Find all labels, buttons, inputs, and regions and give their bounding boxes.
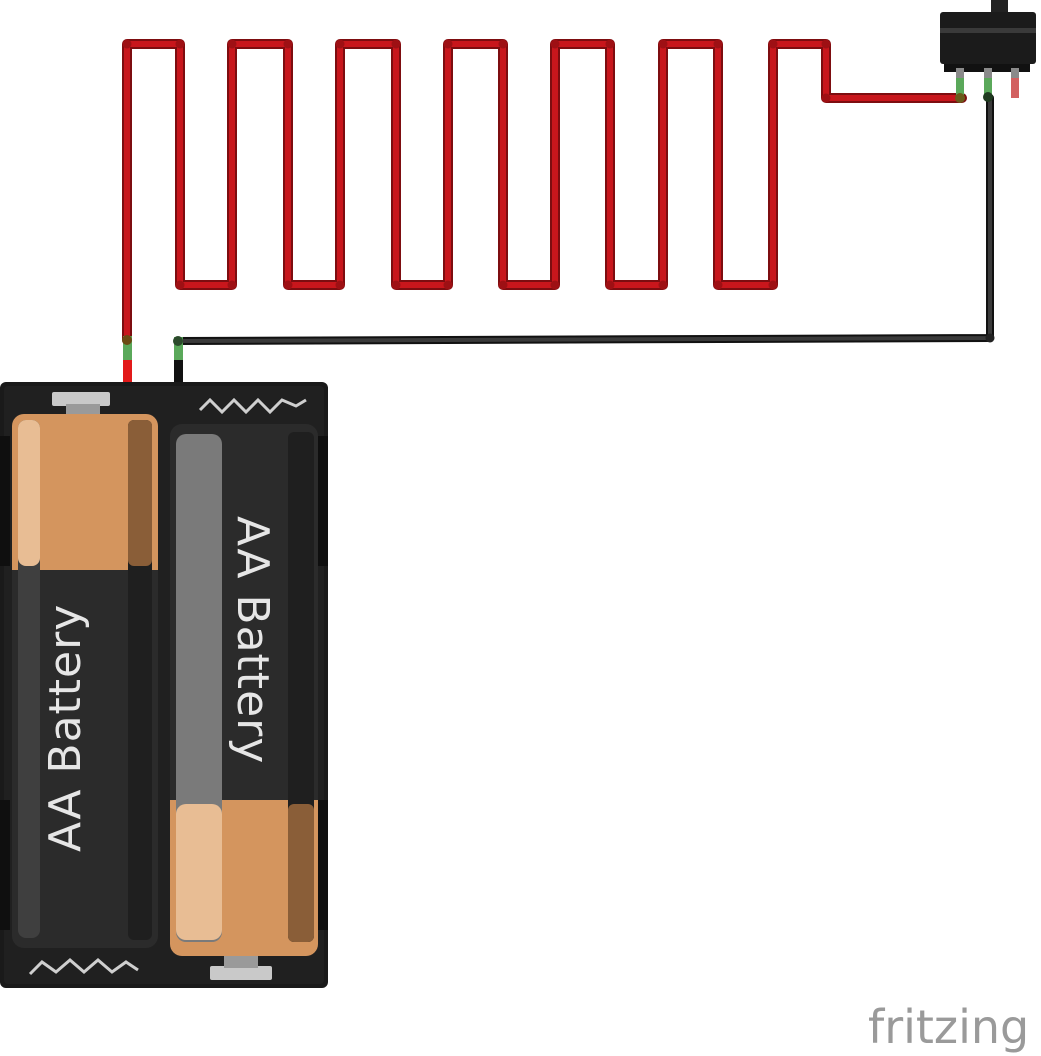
switch-pin-2 — [984, 78, 992, 98]
switch-pin-3 — [1011, 78, 1019, 98]
battery-right-label: AA Battery — [227, 516, 278, 764]
red-wire-bend-points — [122, 39, 831, 290]
battery-right: AA Battery — [170, 424, 318, 956]
battery-leads — [122, 335, 183, 384]
black-wire — [174, 94, 995, 345]
battery-left: AA Battery — [12, 414, 158, 948]
switch-pin-1 — [956, 78, 964, 98]
red-wire — [122, 39, 967, 345]
battery-left-label: AA Battery — [40, 604, 91, 852]
slide-switch — [940, 0, 1036, 103]
fritzing-logo: fritzing — [868, 1000, 1029, 1054]
